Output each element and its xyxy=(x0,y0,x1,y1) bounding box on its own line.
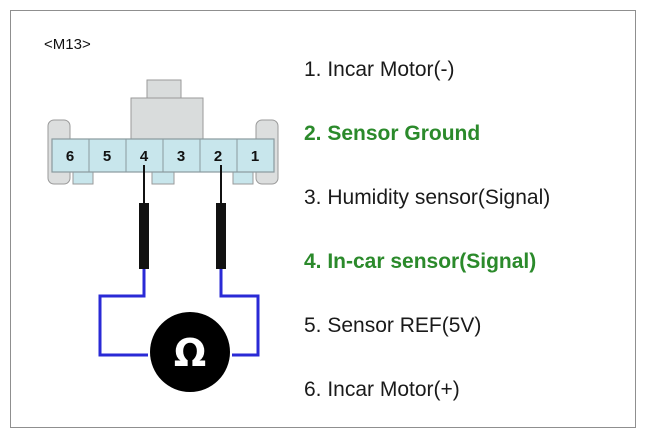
probe-pin-4 xyxy=(139,165,149,269)
pin-list-item-2: 2. Sensor Ground xyxy=(304,122,481,145)
connector-pin-cells xyxy=(88,139,238,172)
probe-pin-2 xyxy=(216,165,226,269)
pin-number-4: 4 xyxy=(140,148,149,165)
pin-number-6: 6 xyxy=(66,148,74,165)
connector-id-label: <M13> xyxy=(44,36,91,53)
test-lead-left xyxy=(98,269,148,357)
diagram-frame xyxy=(10,10,636,428)
pin-number-5: 5 xyxy=(103,148,111,165)
pin-list-item-1: 1. Incar Motor(-) xyxy=(304,58,455,81)
pin-list-item-4: 4. In-car sensor(Signal) xyxy=(304,250,537,273)
pin-number-3: 3 xyxy=(177,148,185,165)
ohm-symbol: Ω xyxy=(174,331,206,375)
pin-list-item-6: 6. Incar Motor(+) xyxy=(304,378,460,401)
connector-lock-tab xyxy=(130,79,204,141)
pin-list-item-5: 5. Sensor REF(5V) xyxy=(304,314,482,337)
test-lead-right xyxy=(219,269,260,357)
ohmmeter-icon xyxy=(150,312,230,392)
pin-list-item-3: 3. Humidity sensor(Signal) xyxy=(304,186,551,209)
pin-number-2: 2 xyxy=(214,148,222,165)
pin-number-1: 1 xyxy=(251,148,259,165)
